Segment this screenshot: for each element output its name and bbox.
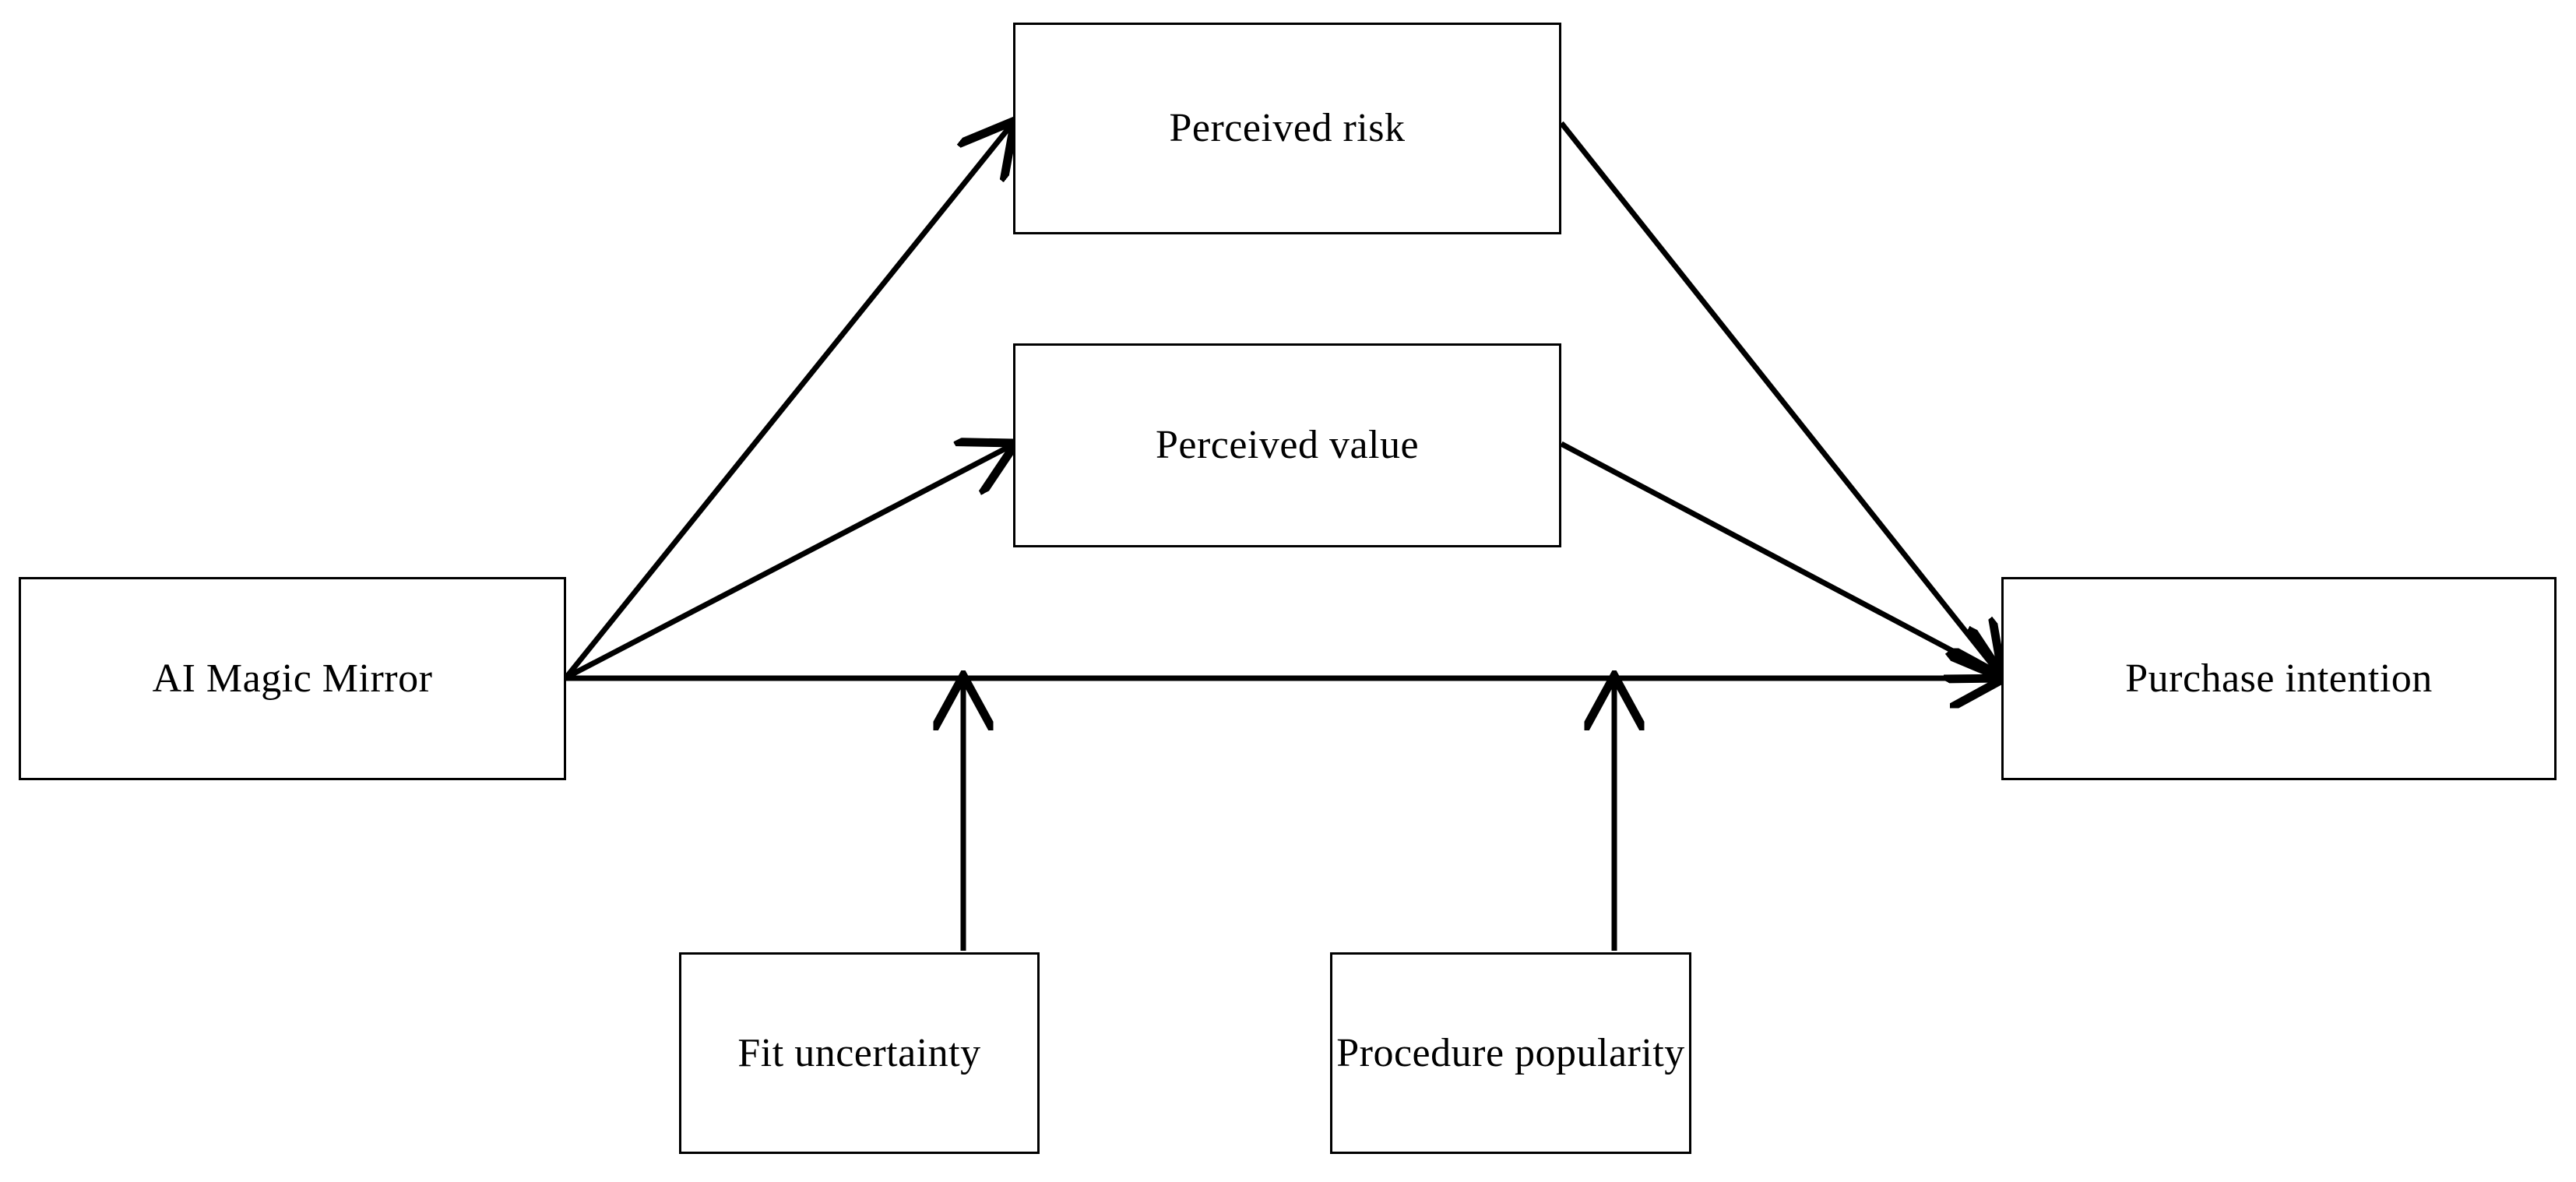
node-label-perceived-value: Perceived value <box>1155 423 1420 468</box>
node-perceived-value: Perceived value <box>1013 343 1561 547</box>
node-purchase-intention: Purchase intention <box>2001 577 2557 780</box>
node-label-ai-magic-mirror: AI Magic Mirror <box>152 656 433 701</box>
node-label-perceived-risk: Perceived risk <box>1169 106 1406 151</box>
edge-mirror-to-value <box>565 445 1012 681</box>
node-procedure-popularity: Procedure popularity <box>1330 952 1691 1154</box>
node-label-procedure-popularity: Procedure popularity <box>1336 1030 1685 1075</box>
node-ai-magic-mirror: AI Magic Mirror <box>19 577 566 780</box>
edge-mirror-to-risk <box>564 125 1012 680</box>
edge-risk-to-intention <box>1559 121 2000 674</box>
node-fit-uncertainty: Fit uncertainty <box>679 952 1040 1154</box>
edge-value-to-intention <box>1560 441 2000 676</box>
node-label-fit-uncertainty: Fit uncertainty <box>737 1030 981 1075</box>
node-perceived-risk: Perceived risk <box>1013 23 1561 234</box>
node-label-purchase-intention: Purchase intention <box>2125 656 2433 701</box>
